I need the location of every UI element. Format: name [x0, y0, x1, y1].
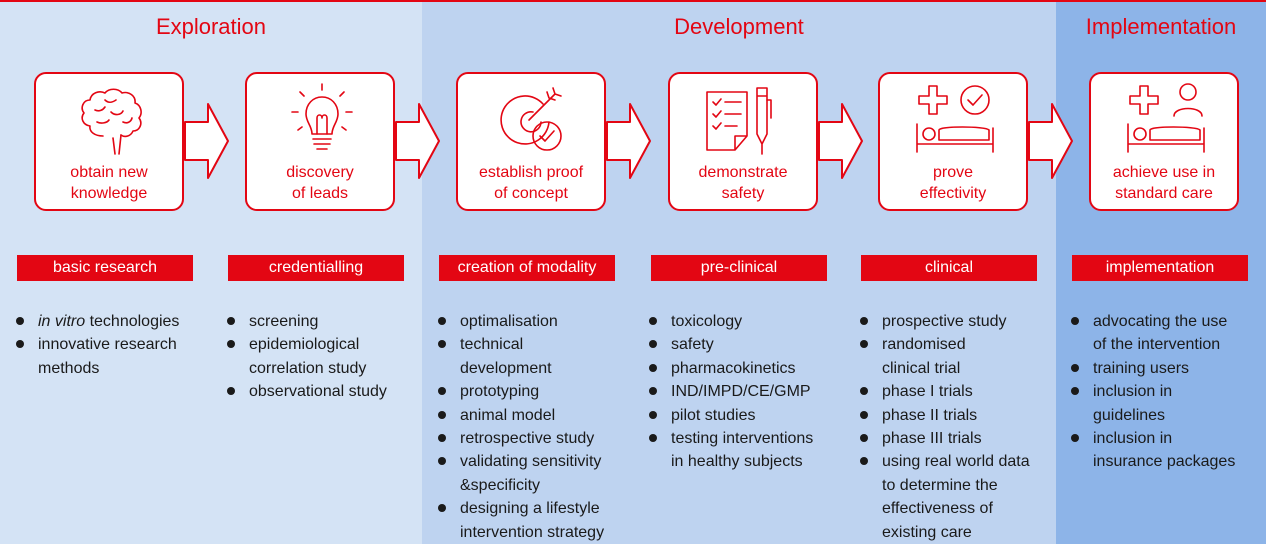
brain-icon	[61, 78, 161, 162]
list-item: pharmacokinetics	[649, 357, 813, 380]
list-item: retrospective study	[438, 427, 604, 450]
phase-title-implementation: Implementation	[1085, 14, 1237, 39]
flow-arrow	[1028, 102, 1074, 180]
list-item: optimalisation	[438, 310, 604, 333]
list-item: animal model	[438, 404, 604, 427]
medical-bed-person-icon	[1116, 78, 1216, 162]
list-item: training users	[1071, 357, 1235, 380]
bullet-list-pre-clinical: toxicology safety pharmacokinetics IND/I…	[649, 310, 813, 474]
phase-title-development: Development	[674, 14, 804, 39]
list-item: phase I trials	[860, 380, 1030, 403]
list-item: observational study	[227, 380, 387, 403]
phase-title-exploration: Exploration	[155, 14, 267, 39]
stage-banner-basic-research: basic research	[17, 255, 193, 281]
medical-bed-check-icon	[905, 78, 1005, 162]
target-check-icon	[483, 78, 583, 162]
list-item: safety	[649, 333, 813, 356]
stage-banner-pre-clinical: pre-clinical	[651, 255, 827, 281]
bullet-list-basic-research: in vitro technologies innovative researc…	[16, 310, 179, 380]
list-item: prospective study	[860, 310, 1030, 333]
list-item: phase II trials	[860, 404, 1030, 427]
list-item: prototyping	[438, 380, 604, 403]
stage-banner-credentialling: credentialling	[228, 255, 404, 281]
flow-arrow	[818, 102, 864, 180]
stage-banner-clinical: clinical	[861, 255, 1037, 281]
list-item: pilot studies	[649, 404, 813, 427]
list-item: screening	[227, 310, 387, 333]
flow-arrow	[395, 102, 441, 180]
flow-arrow	[606, 102, 652, 180]
top-divider	[0, 0, 1266, 2]
checklist-pen-icon	[695, 78, 795, 162]
stage-banner-implementation: implementation	[1072, 255, 1248, 281]
list-item: IND/IMPD/CE/GMP	[649, 380, 813, 403]
list-item: phase III trials	[860, 427, 1030, 450]
flow-arrow	[184, 102, 230, 180]
list-item: toxicology	[649, 310, 813, 333]
lightbulb-icon	[272, 78, 372, 162]
stage-banner-creation-of-modality: creation of modality	[439, 255, 615, 281]
list-item: validating sensitivity&specificity	[438, 450, 604, 497]
list-item: in vitro technologies	[16, 310, 179, 333]
